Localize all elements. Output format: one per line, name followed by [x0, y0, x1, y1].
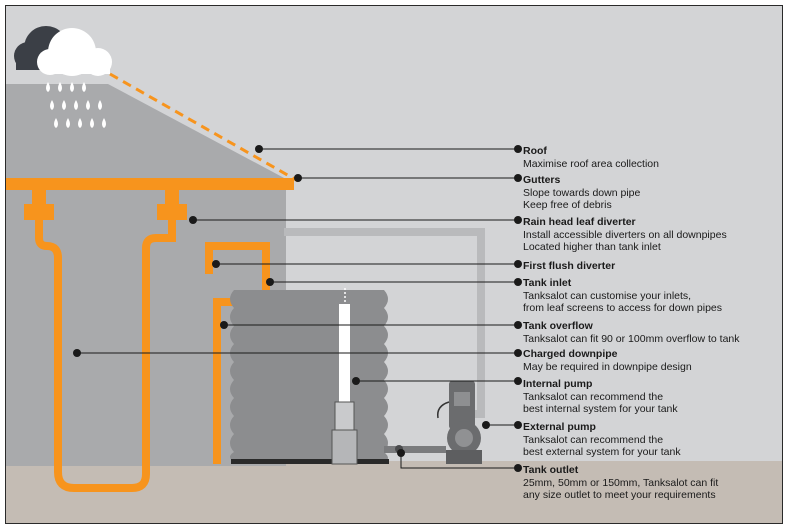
- leader-dot: [514, 174, 522, 182]
- label-first-flush: First flush diverter: [523, 260, 615, 273]
- raindrop: [62, 100, 66, 110]
- leader-dot: [514, 216, 522, 224]
- label-line: Maximise roof area collection: [523, 157, 659, 170]
- diagram-frame: Roof Maximise roof area collection Gutte…: [5, 5, 783, 524]
- raindrop: [98, 100, 102, 110]
- rainwater-system-illustration: [6, 26, 782, 523]
- leader-lines: [73, 145, 522, 472]
- leader-dot: [352, 377, 360, 385]
- label-title: Charged downpipe: [523, 348, 618, 360]
- label-line: Tanksalot can fit 90 or 100mm overflow t…: [523, 332, 740, 345]
- leader-dot: [514, 349, 522, 357]
- raindrop: [78, 118, 82, 128]
- leader-dot: [266, 278, 274, 286]
- label-tank-overflow: Tank overflow Tanksalot can fit 90 or 10…: [523, 320, 740, 345]
- raindrop: [54, 118, 58, 128]
- label-line: 25mm, 50mm or 150mm, Tanksalot can fit: [523, 476, 719, 489]
- leader-dot: [514, 421, 522, 429]
- label-line: Slope towards down pipe: [523, 186, 641, 199]
- leader-tank-outlet: [400, 453, 518, 469]
- label-line: Keep free of debris: [523, 199, 612, 211]
- raindrop: [74, 100, 78, 110]
- label-tank-inlet: Tank inlet Tanksalot can customise your …: [523, 277, 722, 315]
- label-title: Tank outlet: [523, 464, 579, 476]
- label-line: Tanksalot can recommend the: [523, 390, 664, 403]
- charged-downpipe: [35, 218, 176, 492]
- label-charged-downpipe: Charged downpipe May be required in down…: [523, 348, 692, 373]
- leader-dot: [189, 216, 197, 224]
- leader-dot: [514, 464, 522, 472]
- label-title: First flush diverter: [523, 260, 616, 272]
- leader-dot: [220, 321, 228, 329]
- leader-dot: [294, 174, 302, 182]
- label-title: Roof: [523, 145, 547, 157]
- leader-dot: [514, 321, 522, 329]
- raindrop: [46, 82, 50, 92]
- ground: [6, 461, 782, 523]
- label-line: from leaf screens to access for down pip…: [523, 302, 723, 314]
- leader-dot: [514, 377, 522, 385]
- label-title: Internal pump: [523, 378, 593, 390]
- label-title: Tank overflow: [523, 320, 593, 332]
- leader-dot: [73, 349, 81, 357]
- tank-base: [231, 459, 389, 464]
- raindrop: [86, 100, 90, 110]
- raindrop: [82, 82, 86, 92]
- label-gutters: Gutters Slope towards down pipe Keep fre…: [523, 174, 640, 212]
- label-line: Tanksalot can recommend the: [523, 433, 664, 446]
- rain-head-left: [24, 204, 54, 220]
- raindrop: [58, 82, 62, 92]
- label-line: May be required in downpipe design: [523, 360, 692, 373]
- raindrop: [50, 100, 54, 110]
- leader-dot: [514, 145, 522, 153]
- label-title: External pump: [523, 421, 596, 433]
- water-tank: [230, 290, 388, 462]
- leader-dot: [255, 145, 263, 153]
- label-line: Tanksalot can customise your inlets,: [523, 289, 692, 302]
- leader-dot: [482, 421, 490, 429]
- label-rain-head: Rain head leaf diverter Install accessib…: [523, 216, 727, 254]
- first-flush-diverter: [205, 242, 270, 306]
- label-internal-pump: Internal pump Tanksalot can recommend th…: [523, 378, 678, 416]
- leader-dot: [514, 260, 522, 268]
- raindrop: [70, 82, 74, 92]
- rain-cloud-icon: [14, 26, 112, 76]
- internal-pump-riser: [339, 304, 350, 404]
- pump-icon: [436, 381, 482, 464]
- label-roof: Roof Maximise roof area collection: [523, 145, 659, 170]
- label-line: Install accessible diverters on all down…: [523, 228, 727, 241]
- label-line: Located higher than tank inlet: [523, 241, 661, 253]
- overflow-return-pipe: [284, 228, 485, 418]
- leader-dot: [514, 278, 522, 286]
- leader-dot: [212, 260, 220, 268]
- label-title: Tank inlet: [523, 277, 572, 289]
- label-line: best external system for your tank: [523, 446, 681, 458]
- label-external-pump: External pump Tanksalot can recommend th…: [523, 421, 681, 459]
- raindrop: [102, 118, 106, 128]
- label-title: Gutters: [523, 174, 561, 186]
- rain-head-right: [157, 204, 187, 220]
- raindrop: [66, 118, 70, 128]
- tank-outlet-pipe: [384, 446, 446, 453]
- label-title: Rain head leaf diverter: [523, 216, 636, 228]
- leader-dot: [397, 449, 405, 457]
- tank-overflow-pipe: [213, 298, 234, 464]
- label-line: any size outlet to meet your requirement…: [523, 489, 716, 501]
- raindrop: [90, 118, 94, 128]
- raindrop-icon: [46, 82, 106, 128]
- label-line: best internal system for your tank: [523, 403, 678, 415]
- gutter: [6, 178, 294, 190]
- roof-edge: [109, 72, 299, 183]
- internal-pump: [334, 401, 355, 433]
- label-tank-outlet: Tank outlet 25mm, 50mm or 150mm, Tanksal…: [523, 464, 718, 502]
